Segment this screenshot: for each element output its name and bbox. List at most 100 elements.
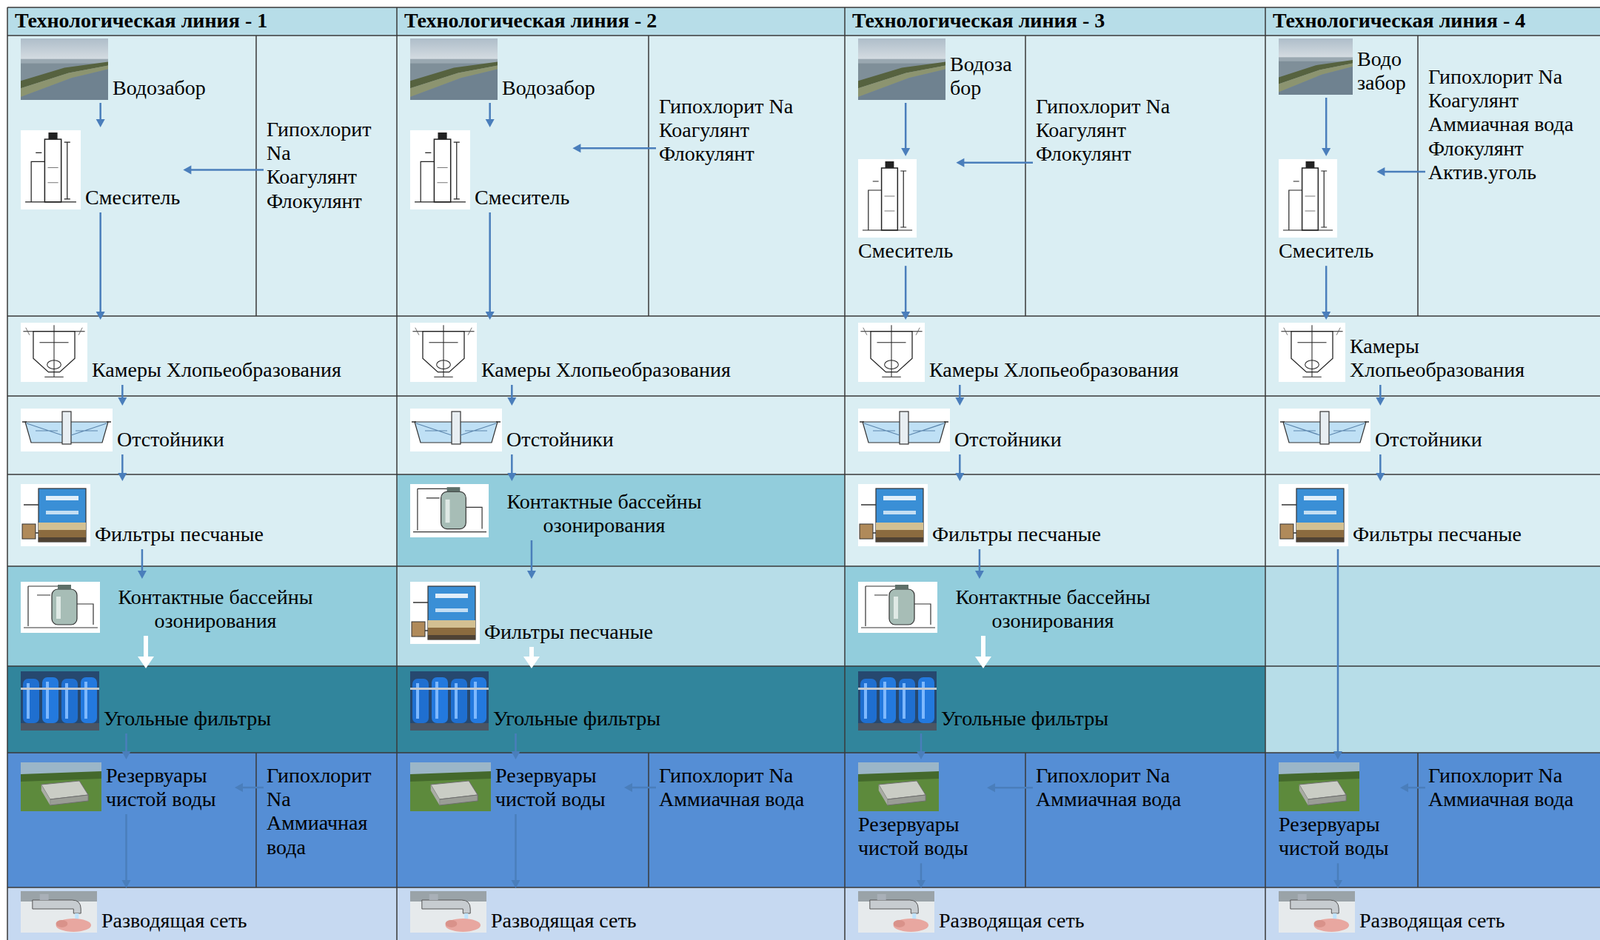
filter-picture <box>858 484 928 547</box>
process-line-column: Технологическая линия - 1ВодозаборСмесит… <box>7 7 397 940</box>
stage-label: Фильтры песчаные <box>94 522 264 547</box>
mixer-icon <box>20 130 81 210</box>
flow-arrow <box>527 540 537 579</box>
process-stage: Разводящая сеть <box>855 888 1087 936</box>
stage-label: Угольные фильтры <box>941 707 1109 731</box>
arrow-head <box>485 311 495 320</box>
reagent-box: Гипохлорит NaКоагулянтАммиачная водаФлок… <box>1425 62 1596 188</box>
arrow-head <box>523 656 540 669</box>
arrow-line <box>1337 863 1340 882</box>
reagent-label: Гипохлорит Na <box>266 117 391 166</box>
process-stage: Разводящая сеть <box>17 888 250 936</box>
arrow-head <box>955 473 964 482</box>
arrow-head <box>916 880 926 889</box>
flow-arrow <box>975 636 992 669</box>
process-stage: Разводящая сеть <box>1275 888 1508 936</box>
arrow-head <box>507 397 517 406</box>
flow-arrow <box>234 783 264 793</box>
arrow-line <box>190 168 264 172</box>
process-stage: Водозабор <box>855 35 1020 103</box>
reservoir-icon <box>20 762 102 812</box>
stage-label: Фильтры песчаные <box>1352 522 1522 547</box>
process-stage: Резервуары чистой воды <box>17 759 235 815</box>
stage-label: Резервуары чистой воды <box>858 812 984 861</box>
reagent-label: Коагулянт <box>1428 88 1593 113</box>
reagent-label: Флокулянт <box>1035 142 1258 166</box>
process-stage: Отстойники <box>407 405 617 455</box>
row-band <box>396 474 845 567</box>
floc-icon <box>858 322 925 383</box>
header-band <box>7 7 1600 36</box>
stage-label: Разводящая сеть <box>938 909 1084 933</box>
coal-icon <box>858 671 937 731</box>
intake-icon <box>1278 38 1353 95</box>
reagent-label: Гипохлорит Na <box>1428 65 1593 89</box>
flow-arrow <box>96 102 106 128</box>
process-stage: Смеситель <box>407 127 573 213</box>
arrow-head <box>182 165 192 175</box>
arrow-head <box>624 783 633 793</box>
stage-label: Смеситель <box>1278 239 1374 263</box>
stage-label: Фильтры песчаные <box>484 620 654 645</box>
arrow-line <box>1379 454 1382 474</box>
stage-label: Отстойники <box>1374 427 1483 452</box>
stage-label: Водозабор <box>1357 47 1409 95</box>
flow-arrow <box>137 636 155 669</box>
flow-arrow <box>1321 97 1331 157</box>
process-stage: Водозабор <box>1275 35 1412 98</box>
stage-label: Смеситель <box>858 239 953 263</box>
reservoir-picture <box>858 762 939 812</box>
settler-picture <box>1278 408 1371 452</box>
arrow-head <box>527 570 537 579</box>
reagent-label: Гипохлорит Na <box>1035 764 1258 788</box>
process-stage: Отстойники <box>855 405 1065 455</box>
arrow-head <box>234 783 243 793</box>
arrow-head <box>137 656 155 669</box>
arrow-head <box>122 880 132 889</box>
arrow-line <box>958 385 962 399</box>
intake-icon <box>858 38 946 100</box>
coal-picture <box>20 671 100 731</box>
tap-icon <box>1278 891 1355 933</box>
flow-arrow <box>1333 549 1343 760</box>
process-stage: Смеситель <box>1275 156 1377 266</box>
arrow-line <box>125 733 128 753</box>
stage-label: Отстойники <box>116 427 225 452</box>
arrow-head <box>1400 783 1409 793</box>
arrow-head <box>511 751 521 760</box>
arrow-line <box>121 454 124 474</box>
filter-picture <box>1278 484 1349 547</box>
mixer-icon <box>410 130 471 210</box>
arrow-head <box>137 570 147 579</box>
arrow-line <box>631 787 656 790</box>
reagent-label: Гипохлорит Na <box>1035 94 1258 119</box>
mixer-icon <box>1278 159 1338 238</box>
process-stage: Отстойники <box>17 405 228 455</box>
reservoir-icon <box>858 762 939 812</box>
flow-arrow <box>901 265 910 320</box>
process-stage: Водозабор <box>407 35 599 103</box>
flow-arrow <box>901 102 910 157</box>
arrow-line <box>121 385 124 399</box>
flow-arrow <box>507 385 517 406</box>
arrow-head <box>986 783 996 793</box>
tap-picture <box>1278 891 1355 933</box>
reagent-label: Коагулянт <box>658 118 838 143</box>
flow-arrow <box>1376 167 1426 177</box>
row-band <box>396 566 845 667</box>
stage-label: Резервуары чистой воды <box>495 764 622 812</box>
process-stage: Водозабор <box>17 35 209 103</box>
flow-arrow <box>1321 265 1331 320</box>
arrow-line <box>242 787 264 790</box>
mixer-picture <box>20 130 81 210</box>
process-stage: Контактные бассейны озонирования <box>17 578 330 637</box>
row-band <box>1265 666 1600 753</box>
arrow-line <box>125 814 128 882</box>
arrow-head <box>1375 397 1385 406</box>
flow-arrow <box>1333 863 1343 889</box>
reagent-label: Гипохлорит Na <box>658 94 838 119</box>
arrow-line <box>958 454 962 474</box>
intake-picture <box>20 38 109 100</box>
reservoir-picture <box>20 762 102 812</box>
reagent-label: Флокулянт <box>266 189 391 214</box>
